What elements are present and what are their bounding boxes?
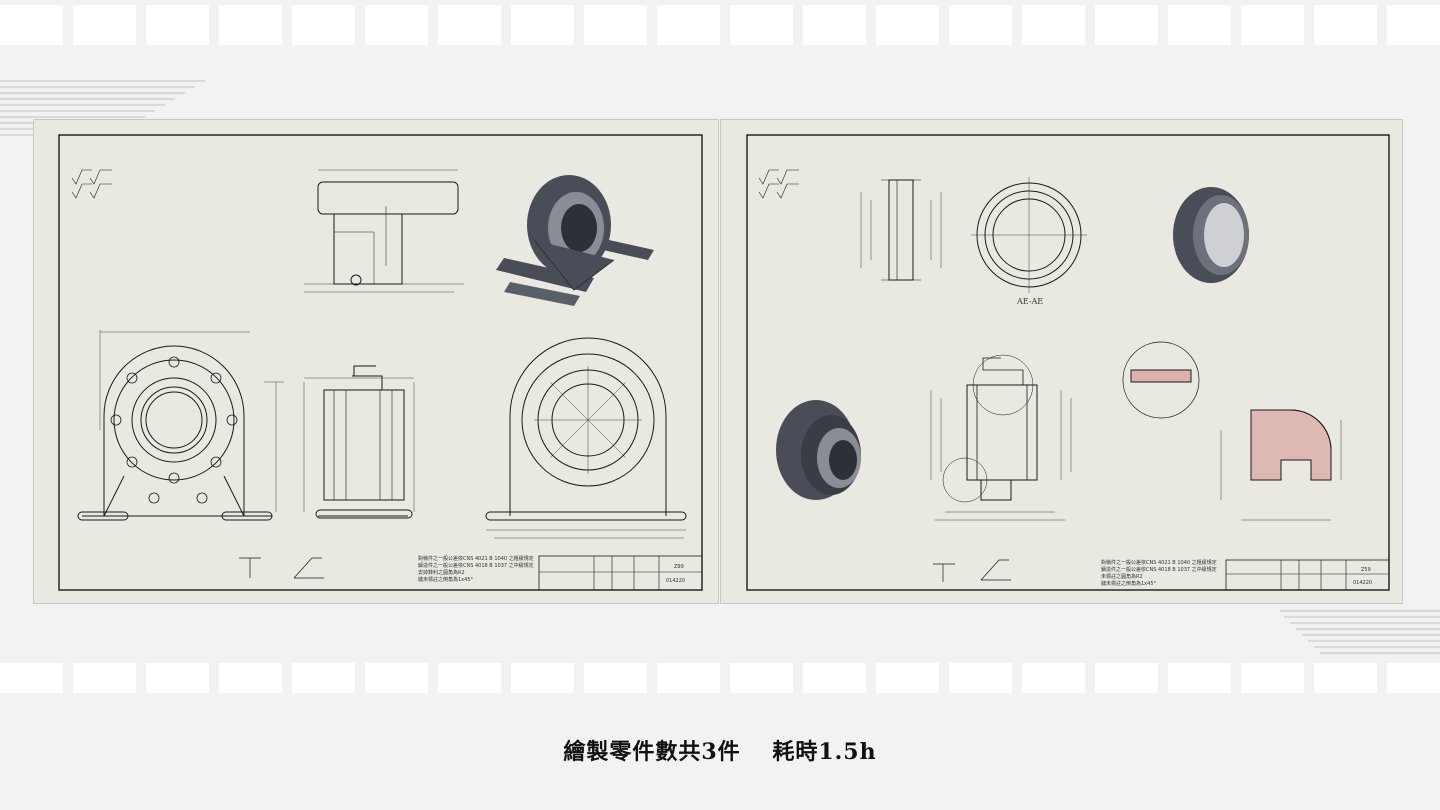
strip-tile bbox=[949, 5, 1012, 45]
strip-tile bbox=[0, 663, 63, 693]
svg-text:鏈未標註之倒角為1x45°: 鏈未標註之倒角為1x45° bbox=[1101, 580, 1157, 587]
svg-text:鑄造件之一般公差依CNS 4018 B 1037 之中級規定: 鑄造件之一般公差依CNS 4018 B 1037 之中級規定 bbox=[1101, 566, 1217, 573]
strip-tile bbox=[1168, 5, 1231, 45]
strip-tile bbox=[1241, 663, 1304, 693]
strip-tile bbox=[0, 5, 63, 45]
strip-tile bbox=[146, 663, 209, 693]
strip-tile bbox=[657, 5, 720, 45]
left-drawing-sheet: 對稱件之一般公差依CNS 4021 B 1040 之粗級規定 鑄造件之一般公差依… bbox=[33, 119, 719, 604]
strip-tile bbox=[1168, 663, 1231, 693]
strip-tile bbox=[511, 5, 574, 45]
strip-tile bbox=[584, 5, 647, 45]
strip-tile bbox=[876, 663, 939, 693]
strip-tile bbox=[1387, 5, 1440, 45]
right-stripe-accent bbox=[1280, 610, 1440, 658]
top-tile-strip bbox=[0, 5, 1440, 45]
caption-text: 繪製零件數共3件 耗時1.5h bbox=[563, 739, 877, 765]
svg-text:對稱件之一般公差依CNS 4021 B 1040 之粗級規定: 對稱件之一般公差依CNS 4021 B 1040 之粗級規定 bbox=[1101, 559, 1217, 566]
strip-tile bbox=[803, 663, 866, 693]
left-table-number: 014220 bbox=[666, 578, 685, 584]
svg-text:未標註之圓角為R2: 未標註之圓角為R2 bbox=[1101, 573, 1143, 580]
strip-tile bbox=[73, 5, 136, 45]
strip-tile bbox=[657, 663, 720, 693]
strip-tile bbox=[365, 663, 428, 693]
left-iso-part bbox=[496, 175, 654, 306]
right-drawing: AE-AE 對稱件之一般公差依CNS 4021 B 1040 之粗級規定 鑄造件… bbox=[746, 134, 1390, 591]
strip-tile bbox=[219, 663, 282, 693]
bottom-tile-strip bbox=[0, 663, 1440, 693]
strip-tile bbox=[146, 5, 209, 45]
left-table-code: Z99 bbox=[674, 564, 684, 570]
strip-tile bbox=[1022, 5, 1085, 45]
strip-tile bbox=[1314, 663, 1377, 693]
strip-tile bbox=[365, 5, 428, 45]
strip-tile bbox=[73, 663, 136, 693]
strip-tile bbox=[584, 663, 647, 693]
right-table-number: 014220 bbox=[1353, 580, 1372, 586]
svg-text:對稱件之一般公差依CNS 4021 B 1040 之粗級規定: 對稱件之一般公差依CNS 4021 B 1040 之粗級規定 bbox=[418, 555, 534, 562]
strip-tile bbox=[1095, 663, 1158, 693]
strip-tile bbox=[1022, 663, 1085, 693]
strip-tile bbox=[949, 663, 1012, 693]
right-iso-ring bbox=[1173, 187, 1249, 283]
strip-tile bbox=[1314, 5, 1377, 45]
strip-tile bbox=[1387, 663, 1440, 693]
section-label: AE-AE bbox=[1016, 297, 1043, 306]
strip-tile bbox=[219, 5, 282, 45]
strip-tile bbox=[876, 5, 939, 45]
svg-text:鏈未標註之倒角為1x45°: 鏈未標註之倒角為1x45° bbox=[418, 576, 474, 583]
svg-text:去掉鋒利之圓角為R2: 去掉鋒利之圓角為R2 bbox=[418, 569, 465, 576]
strip-tile bbox=[292, 663, 355, 693]
strip-tile bbox=[511, 663, 574, 693]
strip-tile bbox=[438, 663, 501, 693]
right-drawing-sheet: AE-AE 對稱件之一般公差依CNS 4021 B 1040 之粗級規定 鑄造件… bbox=[720, 119, 1403, 604]
strip-tile bbox=[292, 5, 355, 45]
right-table-code: Z59 bbox=[1361, 567, 1371, 573]
left-drawing: 對稱件之一般公差依CNS 4021 B 1040 之粗級規定 鑄造件之一般公差依… bbox=[58, 134, 703, 591]
strip-tile bbox=[1241, 5, 1304, 45]
strip-tile bbox=[1095, 5, 1158, 45]
strip-tile bbox=[438, 5, 501, 45]
strip-tile bbox=[803, 5, 866, 45]
strip-tile bbox=[730, 663, 793, 693]
strip-tile bbox=[730, 5, 793, 45]
right-iso-flange bbox=[776, 400, 861, 500]
svg-text:鑄造件之一般公差依CNS 4018 B 1037 之中級規定: 鑄造件之一般公差依CNS 4018 B 1037 之中級規定 bbox=[418, 562, 534, 569]
